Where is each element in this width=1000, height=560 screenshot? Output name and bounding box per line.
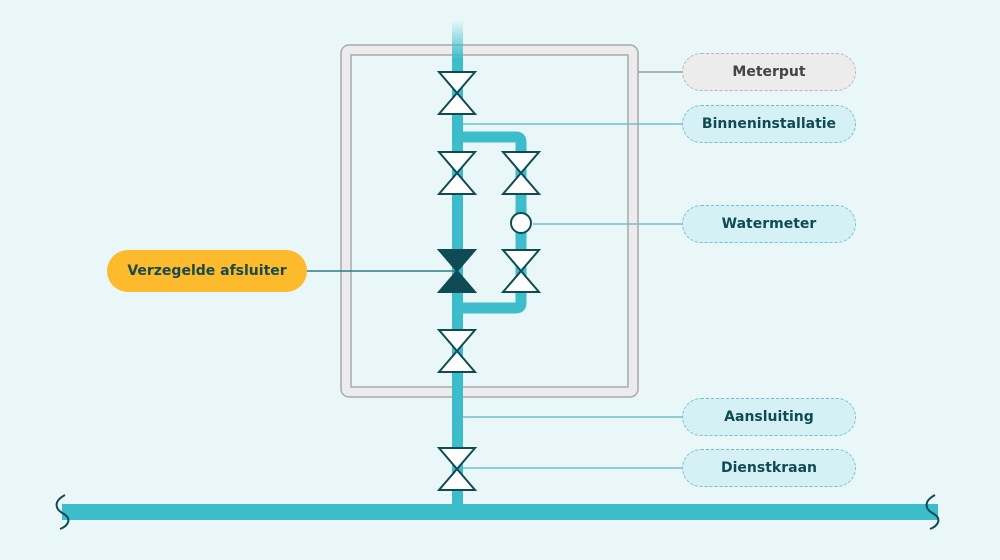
label-watermeter: Watermeter [682, 205, 856, 243]
label-aansluiting: Aansluiting [682, 398, 856, 436]
label-verzegelde-afsluiter: Verzegelde afsluiter [107, 250, 307, 292]
sealed-valve-icon [436, 249, 478, 293]
label-binneninstallatie: Binneninstallatie [682, 105, 856, 143]
main-water-pipe [62, 504, 938, 520]
leader-lines [306, 71, 682, 469]
service-pipe-fade [452, 20, 463, 60]
label-meterput: Meterput [682, 53, 856, 91]
valve-meter-downstream-icon [500, 249, 542, 293]
meter-box [340, 44, 639, 398]
valve-main-upper-icon [436, 151, 478, 195]
valve-top-icon [436, 71, 478, 115]
valve-meter-upstream-icon [500, 151, 542, 195]
watermeter-icon [510, 212, 532, 234]
pipe-break-right-icon [925, 494, 940, 530]
dienstkraan-valve-icon [436, 447, 478, 491]
pipe-break-left-icon [55, 494, 70, 530]
valve-main-lower-icon [436, 329, 478, 373]
label-dienstkraan: Dienstkraan [682, 449, 856, 487]
